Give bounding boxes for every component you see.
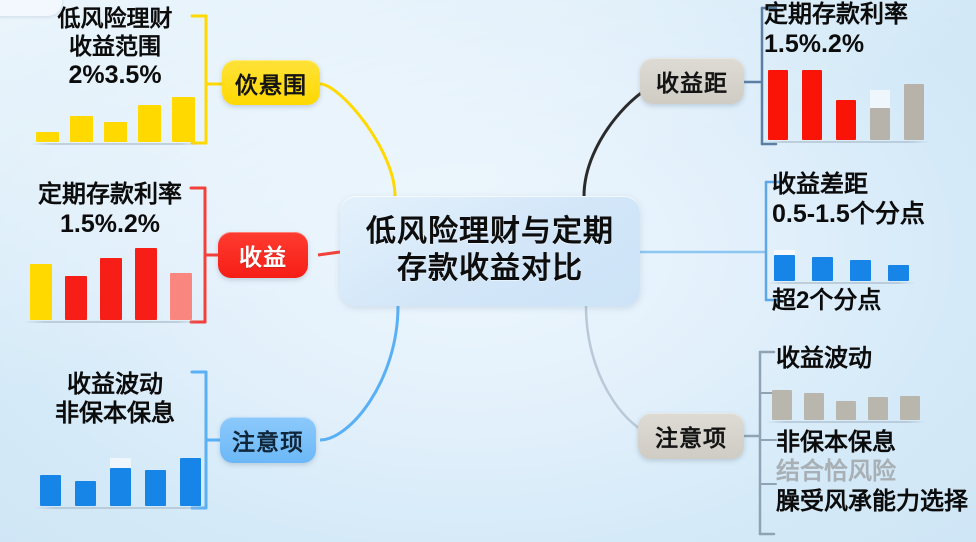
chart-left-yellow-bar-3	[104, 122, 127, 142]
chart-right-blue	[768, 250, 915, 284]
chart-left-yellow-bar-2	[70, 116, 93, 142]
leaf-notes-text: 收益波动 非保本保息	[28, 370, 202, 429]
link-center-yieldrange	[319, 82, 397, 197]
leaf-yield-line1: 定期存款利率	[38, 181, 182, 208]
leaf-yield-gap-line2: 1.5%.2%	[764, 30, 865, 59]
center-title-line2: 存款收益对比	[397, 252, 583, 285]
chart-left-blue-bar-3-ghost	[110, 458, 131, 468]
chart-right-redgray-bar-4	[870, 90, 890, 140]
branch-pill-notes[interactable]: 注意顼	[220, 417, 316, 463]
link-center-yield	[317, 250, 341, 257]
leaf-notes-right-text-below: 非保本保息 结合恰风险 臊受风承能力选择	[776, 428, 968, 516]
leaf-yield-diff-line2: 0.5-1.5个分点	[772, 200, 925, 229]
chart-right-redgray-bar-3	[836, 100, 856, 140]
chart-left-blue-bar-3	[110, 458, 131, 506]
leaf-notes-line1: 收益波动	[67, 371, 163, 398]
chart-right-blue-bar-1-ghost	[774, 250, 795, 255]
leaf-notes-right-line3: 结合恰风险	[776, 458, 896, 486]
chart-right-redgray	[762, 68, 930, 143]
branch-pill-yield-range-label: 佽悬围	[235, 71, 307, 98]
leaf-yield-range-line2: 收益范围	[69, 33, 161, 60]
bracket-yieldgap-arms	[760, 6, 778, 146]
leaf-yield-diff-text-above: 收益差距 0.5-1.5个分点	[772, 170, 925, 230]
leaf-yield-diff-line1: 收益差距	[772, 171, 868, 198]
chart-left-red-bar-2	[65, 276, 87, 320]
chart-left-blue-bar-5	[180, 458, 201, 506]
chart-left-blue-bar-4	[145, 470, 166, 506]
chart-right-gray-bar-1	[772, 390, 792, 420]
chart-right-gray-bar-2	[804, 393, 824, 420]
chart-right-gray-bar-4	[868, 397, 888, 420]
leaf-notes-right-line1: 收益波动	[776, 345, 872, 372]
leaf-yield-range-line3: 2%3.5%	[68, 61, 162, 90]
chart-right-gray-bar-3	[836, 401, 856, 420]
corner-chip	[0, 0, 62, 16]
chart-left-red-bar-4	[135, 248, 157, 320]
chart-left-red	[24, 248, 198, 323]
leaf-yield-diff-text-below: 超2个分点	[772, 286, 881, 315]
branch-pill-yield[interactable]: 收益	[218, 232, 308, 278]
branch-pill-yield-gap-label: 收益距	[656, 70, 728, 96]
leaf-yield-gap-line1: 定期存款利率	[764, 1, 908, 28]
chart-left-blue	[34, 452, 207, 509]
chart-left-blue-bar-2	[75, 481, 96, 506]
bracket-yielddiff-arms	[764, 180, 782, 302]
bracket-notesright-arms	[758, 350, 776, 536]
branch-pill-notes-right[interactable]: 注意项	[638, 413, 744, 459]
leaf-yield-text: 定期存款利率 1.5%.2%	[20, 180, 200, 240]
chart-left-red-bar-1	[30, 264, 52, 320]
chart-right-blue-bar-4	[888, 265, 909, 281]
link-center-notes	[319, 305, 400, 442]
leaf-notes-line2: 非保本保息	[55, 400, 175, 428]
branch-pill-yield-gap[interactable]: 收益距	[640, 58, 744, 104]
chart-left-blue-bar-1	[40, 475, 61, 506]
chart-left-yellow	[30, 92, 201, 145]
leaf-yield-gap-text: 定期存款利率 1.5%.2%	[764, 0, 908, 60]
center-node[interactable]: 低风险理财与定期 存款收益对比	[340, 196, 640, 306]
chart-left-yellow-bar-1	[36, 132, 59, 142]
chart-right-redgray-bar-4-ghost	[870, 90, 890, 108]
leaf-yield-diff-line3: 超2个分点	[772, 287, 882, 314]
leaf-notes-right-line4: 臊受风承能力选择	[776, 487, 968, 515]
branch-pill-yield-label: 收益	[239, 244, 287, 270]
chart-right-redgray-bar-5	[904, 84, 924, 140]
chart-left-red-bar-3	[100, 258, 122, 320]
chart-right-gray-bar-5	[900, 396, 920, 420]
leaf-yield-line2: 1.5%.2%	[59, 210, 161, 239]
chart-right-blue-bar-2	[812, 257, 833, 281]
chart-left-yellow-bar-5	[172, 97, 195, 142]
chart-right-blue-bar-1	[774, 250, 795, 281]
leaf-yield-range-text: 低风险理财 收益范围 2%3.5%	[30, 4, 200, 91]
chart-left-yellow-bar-4	[138, 105, 161, 142]
leaf-notes-right-text-above: 收益波动	[776, 344, 872, 373]
chart-right-redgray-bar-2	[802, 70, 822, 140]
chart-right-redgray-bar-1	[768, 70, 788, 140]
center-title-line1: 低风险理财与定期	[366, 215, 614, 249]
leaf-notes-right-line2: 非保本保息	[776, 429, 896, 456]
branch-pill-notes-label: 注意顼	[232, 429, 304, 455]
chart-right-blue-bar-3	[850, 260, 871, 281]
chart-right-gray	[766, 388, 926, 423]
chart-left-red-bar-5	[170, 273, 192, 320]
branch-pill-yield-range[interactable]: 佽悬围	[222, 60, 320, 105]
leaf-yield-range-line1: 低风险理财	[57, 5, 173, 31]
branch-pill-notes-right-label: 注意项	[655, 425, 727, 451]
